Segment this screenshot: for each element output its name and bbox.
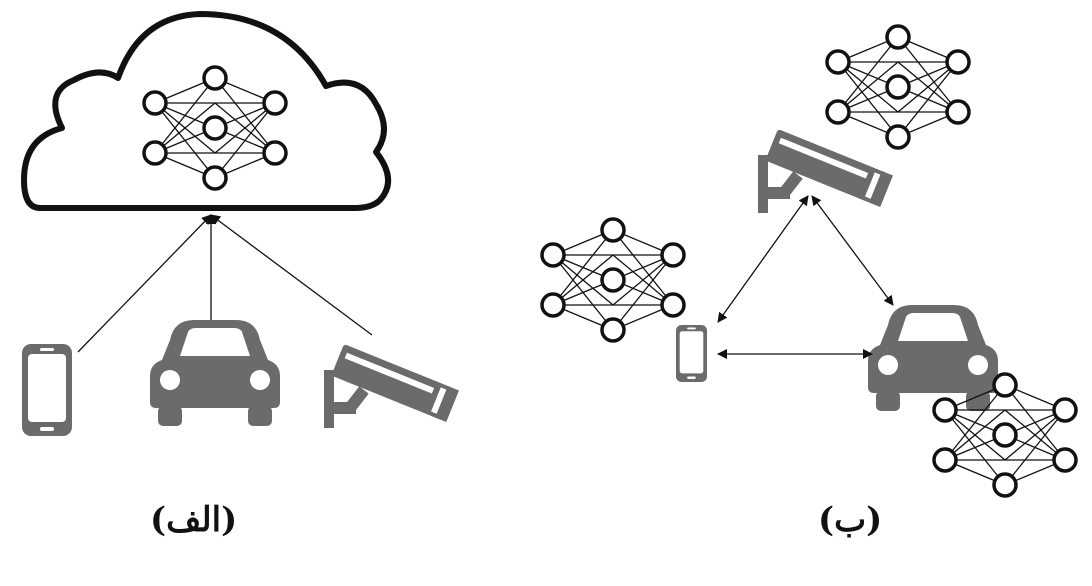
arrow-phone-camera (717, 195, 809, 323)
panel-b-caption: (ب) (818, 500, 883, 540)
smartphone-icon (22, 344, 72, 436)
panel-a-caption: (الف) (150, 500, 238, 540)
arrow-phone-to-cloud (77, 214, 212, 353)
neural-network-icon (825, 24, 971, 150)
security-camera-icon (324, 344, 459, 428)
arrow-camera-car (811, 195, 894, 306)
arrow-camera-to-cloud (210, 214, 373, 336)
car-icon (150, 320, 280, 426)
neural-network-icon (540, 217, 686, 343)
smartphone-icon (676, 325, 707, 383)
panel-a (21, 11, 459, 436)
car-icon (868, 305, 998, 411)
panel-b (540, 24, 1078, 498)
security-camera-icon (758, 129, 893, 213)
